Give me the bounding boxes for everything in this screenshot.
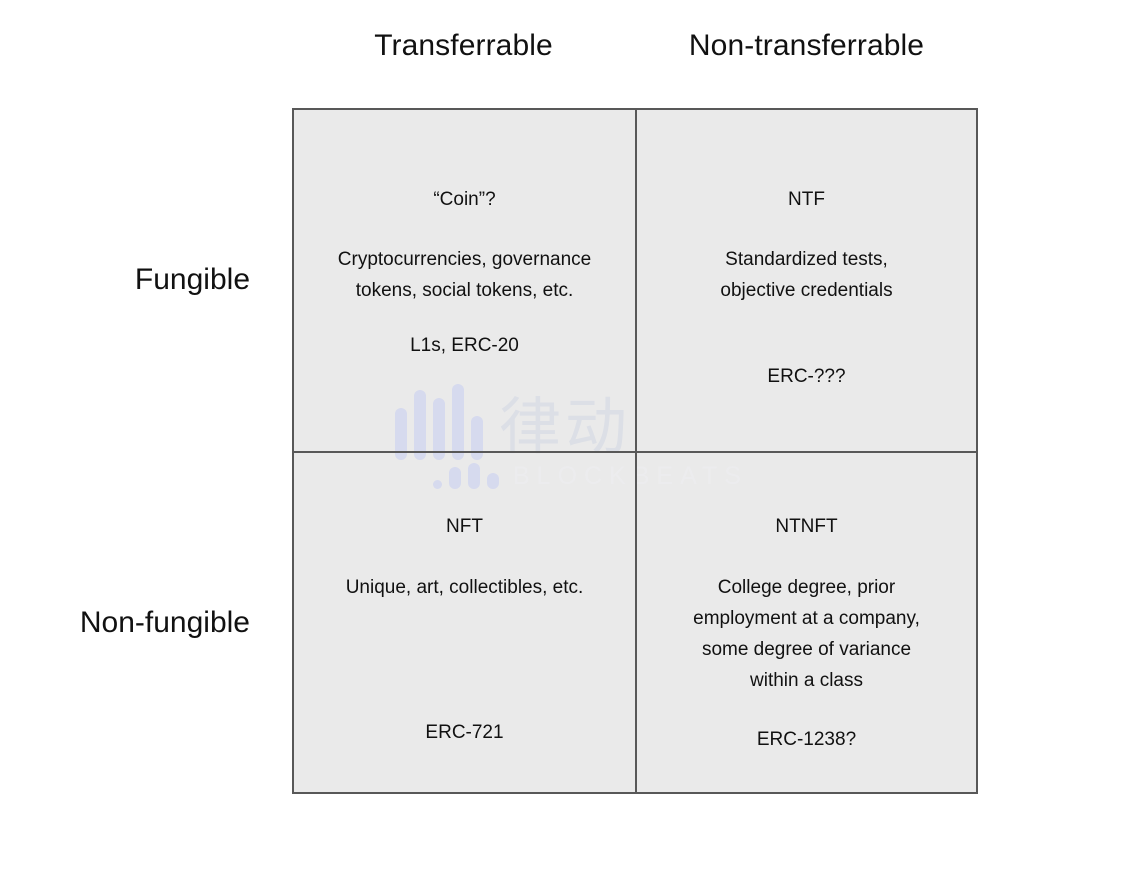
- row-label-text: Non-fungible: [79, 605, 250, 639]
- quadrant-standard: ERC-???: [767, 366, 846, 387]
- row-labels: Fungible Non-fungible: [0, 108, 272, 794]
- quadrant-matrix: “Coin”? Cryptocurrencies, governance tok…: [292, 108, 978, 794]
- column-headers: Transferrable Non-transferrable: [292, 18, 978, 74]
- row-label-text: Fungible: [134, 262, 250, 296]
- quadrant-standard: ERC-1238?: [756, 729, 857, 750]
- quadrant-non-fungible-transferrable: NFT Unique, art, collectibles, etc. ERC-…: [294, 451, 635, 792]
- quadrant-title: NFT: [446, 516, 483, 537]
- quadrant-title: “Coin”?: [433, 189, 496, 210]
- quadrant-description: College degree, prior employment at a co…: [693, 577, 920, 691]
- quadrant-standard: L1s, ERC-20: [410, 335, 519, 356]
- column-header-non-transferrable: Non-transferrable: [635, 18, 978, 74]
- column-header-label: Non-transferrable: [688, 29, 925, 62]
- quadrant-description: Standardized tests, objective credential…: [720, 249, 893, 301]
- quadrant-title: NTNFT: [775, 516, 838, 537]
- quadrant-non-fungible-non-transferrable: NTNFT College degree, prior employment a…: [635, 451, 976, 792]
- quadrant-title: NTF: [788, 189, 825, 210]
- quadrant-fungible-transferrable: “Coin”? Cryptocurrencies, governance tok…: [294, 110, 635, 451]
- quadrant-standard: ERC-721: [425, 722, 504, 743]
- column-header-label: Transferrable: [374, 29, 553, 62]
- row-label-fungible: Fungible: [0, 108, 272, 451]
- quadrant-fungible-non-transferrable: NTF Standardized tests, objective creden…: [635, 110, 976, 451]
- quadrant-description: Unique, art, collectibles, etc.: [345, 577, 584, 598]
- column-header-transferrable: Transferrable: [292, 18, 635, 74]
- row-label-non-fungible: Non-fungible: [0, 451, 272, 794]
- quadrant-description: Cryptocurrencies, governance tokens, soc…: [337, 249, 592, 301]
